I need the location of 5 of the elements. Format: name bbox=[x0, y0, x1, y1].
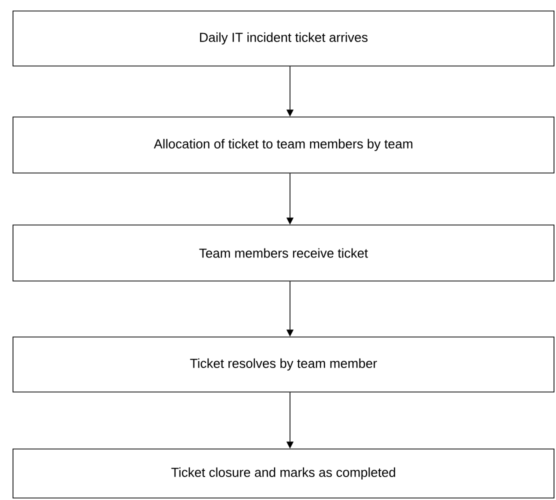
process-box: Ticket closure and marks as completed bbox=[12, 448, 554, 498]
process-box: Ticket resolves by team member bbox=[12, 336, 554, 392]
process-box: Allocation of ticket to team members by team bbox=[12, 116, 554, 174]
process-box: Daily IT incident ticket arrives bbox=[12, 10, 554, 66]
process-box: Team members receive ticket bbox=[12, 224, 554, 282]
